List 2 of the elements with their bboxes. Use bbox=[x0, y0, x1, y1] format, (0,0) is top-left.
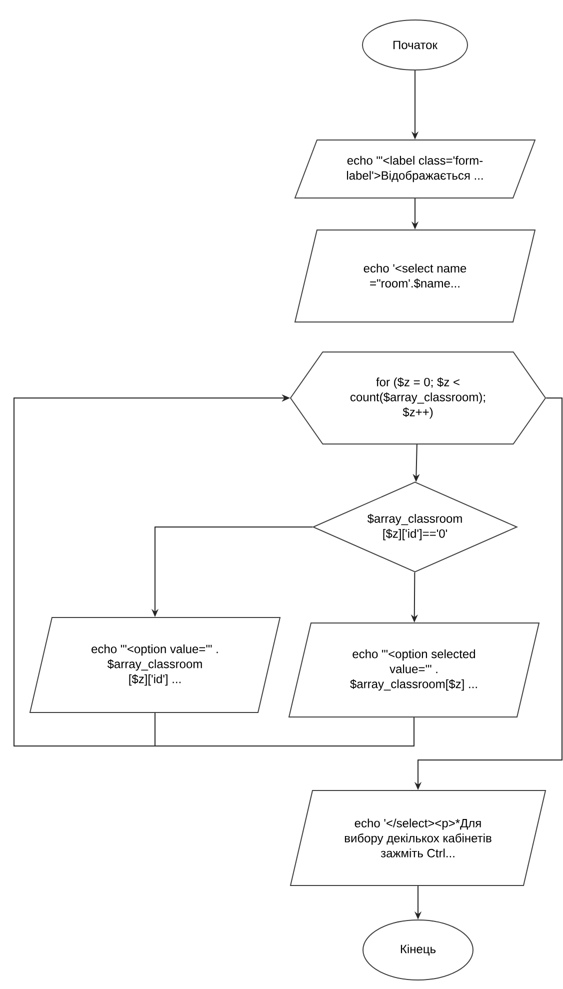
arrow bbox=[14, 394, 414, 746]
loop-hexagon: for ($z = 0; $z < count($array_classroom); $z++) bbox=[290, 352, 546, 444]
